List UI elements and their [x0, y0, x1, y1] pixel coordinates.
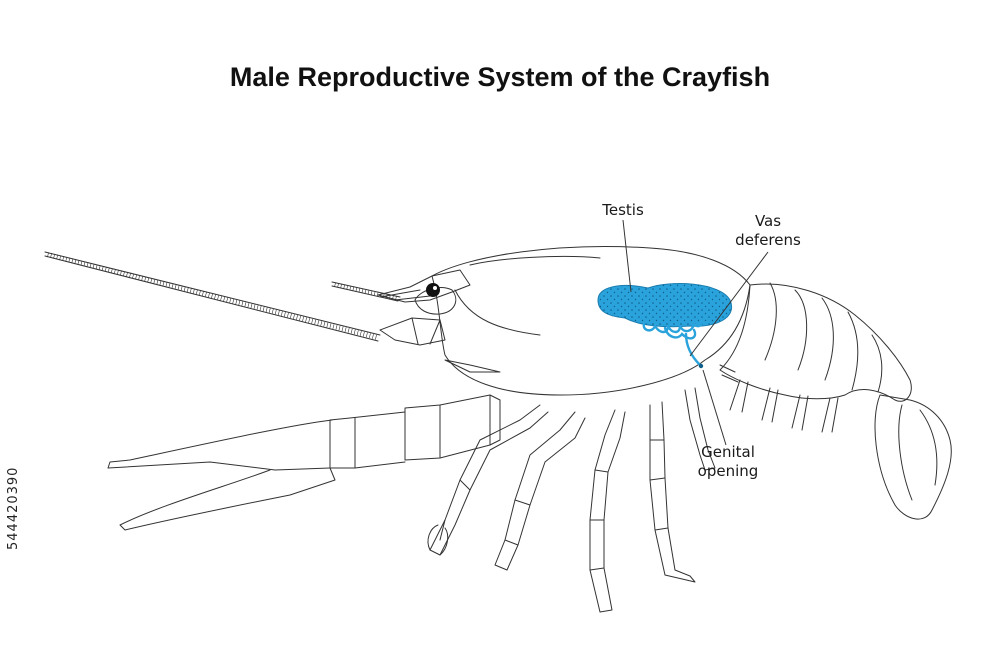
long-antenna: [44, 251, 381, 342]
genital-opening-leader: [702, 369, 727, 446]
testis-organ: [597, 283, 733, 328]
label-testis: Testis: [593, 201, 653, 220]
rostrum: [377, 269, 471, 303]
stock-id: 544420390: [6, 466, 21, 550]
label-vas-deferens: Vas deferens: [732, 212, 804, 250]
label-vas-deferens-line1: Vas: [754, 212, 782, 230]
eye: [426, 283, 440, 297]
diagram-title: Male Reproductive System of the Crayfish: [229, 62, 771, 92]
label-genital-opening-line2: opening: [697, 462, 759, 480]
label-genital-opening: Genital opening: [690, 443, 766, 481]
cheliped: [107, 394, 501, 531]
abdomen: [719, 282, 912, 402]
vas-deferens: [642, 316, 703, 367]
label-genital-opening-line1: Genital: [701, 443, 755, 461]
carapace: [431, 246, 751, 396]
testis-leader: [622, 219, 632, 293]
label-vas-deferens-line2: deferens: [735, 231, 801, 249]
label-testis-text: Testis: [602, 201, 644, 219]
vas-deferens-leader: [689, 251, 769, 357]
swimmerets: [719, 364, 839, 433]
genital-opening-marker: [698, 363, 704, 369]
tail-fan: [874, 394, 952, 520]
walking-legs: [427, 387, 716, 613]
